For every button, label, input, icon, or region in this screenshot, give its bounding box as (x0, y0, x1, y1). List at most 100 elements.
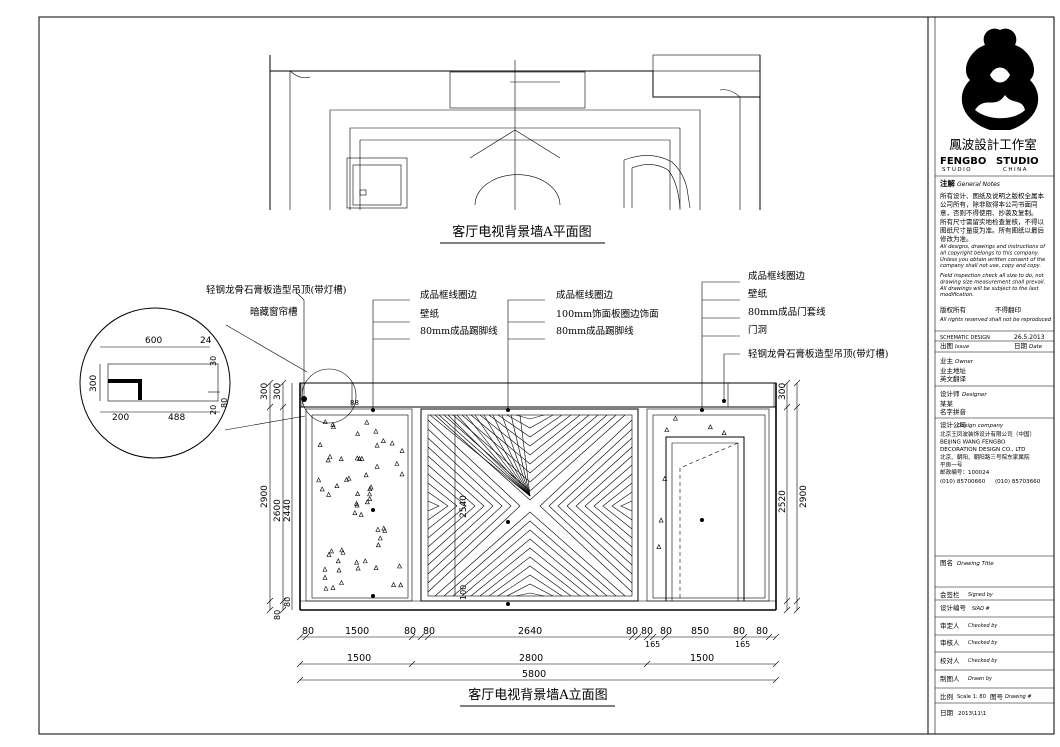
dim-inner-100: 100 (459, 585, 468, 600)
checked1-cn: 审定人 (940, 621, 960, 630)
company-line: 北京、朝阳、朝阳路三号院东家属院 (940, 453, 1030, 461)
company-en: Design company (957, 423, 1004, 429)
notes-cn-label: 注解 (940, 178, 955, 188)
detail-dim-488: 488 (168, 413, 185, 423)
notes-cn-line: 修改为准。 (940, 234, 973, 243)
owner-trans: 英文翻译 (940, 374, 967, 383)
company-line: 北京王凤波装饰设计有限公司（中国） (940, 430, 1035, 438)
notes-cn-line: 所有设计、图纸及说明之版权全属本 (940, 191, 1045, 200)
date2-val: 2013\11\1 (958, 711, 986, 717)
notes-en2-line: All drawings will be subject to the last (939, 286, 1039, 292)
date-en: Date (1029, 344, 1043, 350)
brand-sub2: CHINA (1003, 167, 1028, 173)
dim-b1sub-0: 165 (645, 640, 660, 649)
detail-dim-200: 200 (112, 413, 129, 423)
schematic-label: SCHEMATIC DESIGN (940, 335, 990, 341)
callout-left-0: 轻钢龙骨石膏板造型吊顶(带灯槽) (206, 284, 346, 296)
notes-cn-line: 公司所有，除非取得本公司书面同 (940, 200, 1038, 209)
notes-en1-line: All designs, drawings and instructions o… (939, 244, 1046, 250)
dim-b1-7: 80 (660, 626, 672, 637)
detail-dim-20: 20 (209, 405, 218, 415)
dim-b2-1: 2800 (519, 653, 543, 664)
callout-left-1: 暗藏窗帘槽 (250, 306, 298, 318)
dim-b1-9: 80 (733, 626, 745, 637)
callout-mid2-0: 成品框线圈边 (556, 289, 614, 301)
dim-left-2440: 2440 (283, 499, 293, 522)
owner-cn: 业主 (940, 356, 954, 365)
date-cn: 日期 (1014, 342, 1028, 350)
dim-right-2900: 2900 (799, 485, 809, 508)
notes-cn: 所有设计、图纸及说明之版权全属本公司所有，除非取得本公司书面同意，否则不得使用、… (940, 191, 1045, 243)
brand-en2: STUDIO (996, 156, 1039, 167)
callout-mid1-2: 80mm成品踢脚线 (420, 325, 498, 337)
dim-b2-2: 1500 (690, 653, 714, 664)
designer-cn: 设计师 (940, 389, 960, 398)
dim-b1-10: 80 (756, 626, 768, 637)
dim-b1sub-1: 165 (735, 640, 750, 649)
dim-b1-1: 1500 (345, 626, 369, 637)
brand-en1: FENGBO (940, 156, 986, 167)
dim-left-80b: 80 (283, 597, 292, 607)
drawing-title-cn: 图名 (940, 558, 953, 567)
dim-left-2600: 2600 (273, 499, 283, 522)
company-line: DECORATION DESIGN CO., LTD (940, 447, 1025, 453)
elevation-view (79, 281, 801, 707)
brand-cn: 鳳波設計工作室 (949, 137, 1037, 152)
date2-cn: 日期 (940, 709, 954, 717)
detail-dim-30: 30 (209, 356, 218, 366)
copyright-cn2: 不得翻印 (995, 305, 1021, 314)
callout-right-3: 门洞 (748, 324, 767, 336)
owner-en: Owner (955, 359, 974, 365)
designer-pinyin: 名字拼音 (940, 407, 967, 416)
designer-en: Designer (962, 392, 987, 398)
dim-left-300b: 300 (273, 383, 283, 400)
dim-inner-2540: 2540 (459, 495, 469, 518)
scale-en: Scale 1: 80 (957, 694, 986, 700)
drawn-en: Drawn by (968, 676, 993, 682)
notes-en1-line: company shall not use, copy and copy. (940, 263, 1041, 269)
copyright-cn: 版权所有 (940, 305, 967, 314)
notes-en2: Field inspection check all size to do, n… (939, 273, 1045, 298)
dim-b1-3: 80 (423, 626, 435, 637)
phone-2: (010) 85703660 (995, 479, 1041, 485)
drawn-cn: 制图人 (940, 674, 960, 683)
checked3-en: Checked by (968, 658, 998, 664)
dim-b1-6: 80 (641, 626, 653, 637)
dim-b1-5: 80 (626, 626, 638, 637)
dim-inner-88: 88 (350, 399, 359, 407)
callout-right-4: 轻钢龙骨石膏板造型吊顶(带灯槽) (748, 348, 888, 360)
notes-en-label: General Notes (957, 181, 1000, 188)
scale-cn: 比例 (940, 692, 953, 701)
brand-sub1: STUDIO (942, 167, 972, 173)
issue-cn: 出图 (940, 341, 953, 350)
dim-b1-0: 80 (302, 626, 314, 637)
callout-mid1-1: 壁纸 (420, 308, 440, 320)
signed-en: Signed by (968, 592, 994, 598)
notes-en2-line: Field inspection check all size to do, n… (940, 273, 1045, 279)
notes-cn-line: 图纸尺寸量度为准。所有图纸以最后 (940, 225, 1045, 234)
notes-en1-line: all copyright belongs to this company. (940, 250, 1039, 256)
plan-title: 客厅电视背景墙A平面图 (452, 224, 591, 240)
sid-en: SIAD # (972, 606, 990, 612)
dim-b1-8: 850 (691, 626, 709, 637)
dim-left-80a: 80 (273, 610, 282, 620)
schematic-date: 26.5.2013 (1014, 334, 1045, 341)
logo (961, 28, 1039, 131)
notes-en1-line: Unless you obtain written consent of the (940, 257, 1045, 263)
signed-cn: 会签栏 (940, 590, 960, 599)
notes-en2-line: drawing size measurement shall prevail. (940, 279, 1045, 285)
sheet-border (38, 16, 1055, 735)
callout-mid2-2: 80mm成品踢脚线 (556, 325, 634, 337)
detail-dim-24: 24 (200, 336, 212, 346)
checked1-en: Checked by (968, 623, 998, 629)
drawing-title-en: Drawing Title (957, 561, 994, 567)
copyright-en: All rights reserved shall not be reprodu… (939, 317, 1052, 323)
company-line: BEIJING WANG FENGBO (940, 440, 1006, 446)
notes-cn-line: 意，否则不得使用、抄袭及复制。 (940, 208, 1038, 217)
dim-b2-0: 1500 (347, 653, 371, 664)
notes-en1: All designs, drawings and instructions o… (939, 244, 1046, 269)
notes-cn-line: 所有尺寸需留实地检查复核，不得以 (940, 217, 1045, 226)
issue-en: Issue (955, 344, 970, 350)
drawno-en: Drawing # (1005, 694, 1032, 700)
detail-dim-600: 600 (145, 336, 162, 346)
